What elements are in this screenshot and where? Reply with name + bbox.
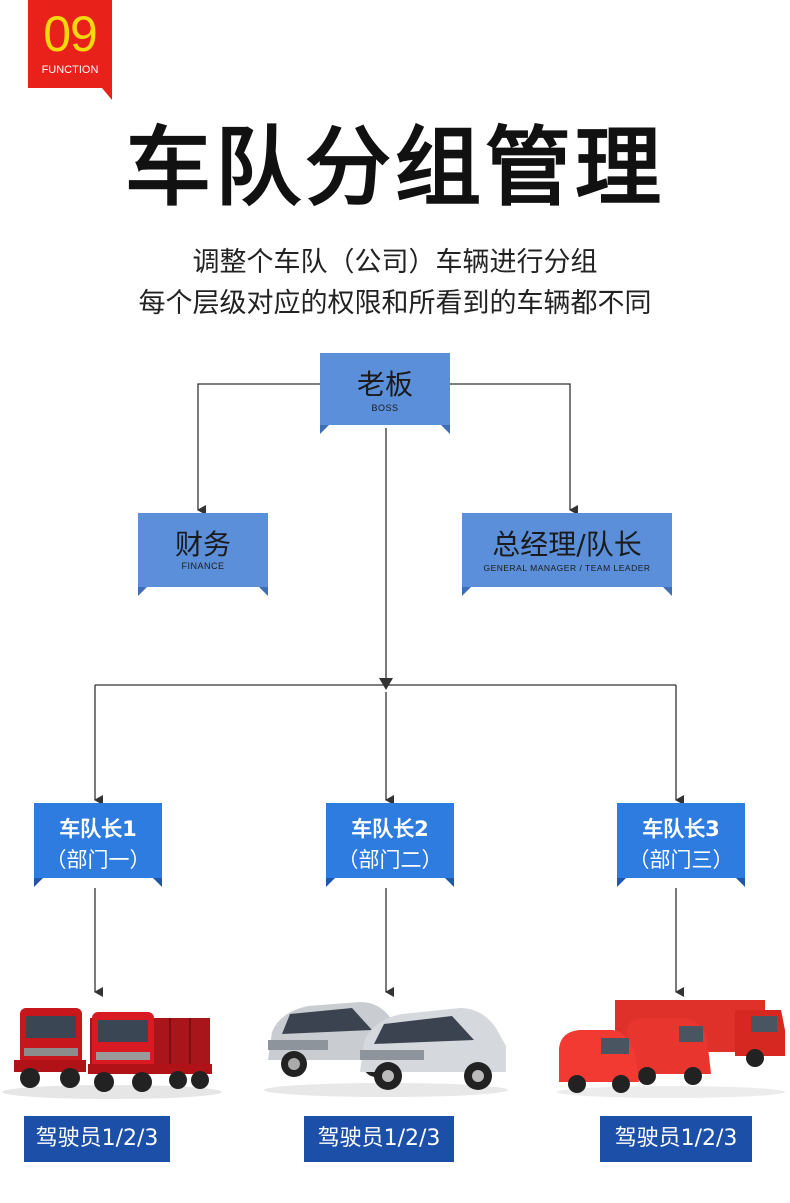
finance-en: FINANCE <box>181 561 225 571</box>
team-label: 车队长3 <box>642 817 720 841</box>
page-title: 车队分组管理 <box>125 118 665 218</box>
subtitle-line-2: 每个层级对应的权限和所看到的车辆都不同 <box>138 288 652 319</box>
manager-label: 总经理/队长 <box>492 528 642 561</box>
manager-box: 总经理/队长 GENERAL MANAGER / TEAM LEADER <box>462 513 672 596</box>
finance-label: 财务 <box>174 528 231 561</box>
team-label: 车队长2 <box>351 817 429 841</box>
boss-label: 老板 <box>356 368 413 401</box>
function-badge: 09 FUNCTION <box>28 0 112 100</box>
boss-en: BOSS <box>371 403 399 413</box>
driver-label-2: 驾驶员1/2/3 <box>304 1116 454 1162</box>
ribbon-shape <box>28 0 112 100</box>
driver-label-1: 驾驶员1/2/3 <box>24 1116 170 1162</box>
team-label: 车队长1 <box>59 817 137 841</box>
subtitle-line-1: 调整个车队（公司）车辆进行分组 <box>192 247 598 278</box>
truck-icon <box>2 1008 222 1099</box>
connector-boss-finance <box>197 383 320 515</box>
team-dept: （部门三） <box>628 848 734 872</box>
team-box-1: 车队长1 （部门一） <box>34 803 162 887</box>
manager-en: GENERAL MANAGER / TEAM LEADER <box>483 563 651 573</box>
team-box-3: 车队长3 （部门三） <box>617 803 745 887</box>
team-dept: （部门二） <box>337 848 443 872</box>
team-dept: （部门一） <box>45 848 151 872</box>
bus-junction-arrow <box>379 678 393 690</box>
finance-box: 财务 FINANCE <box>138 513 268 596</box>
driver-label-3: 驾驶员1/2/3 <box>600 1116 752 1162</box>
suv-icon <box>264 1002 508 1097</box>
function-caption: FUNCTION <box>41 64 99 76</box>
boss-box: 老板 BOSS <box>320 353 450 434</box>
team-box-2: 车队长2 （部门二） <box>326 803 454 887</box>
van-icon <box>557 1000 785 1098</box>
connector-boss-manager <box>450 383 578 515</box>
function-number: 09 <box>43 6 98 62</box>
